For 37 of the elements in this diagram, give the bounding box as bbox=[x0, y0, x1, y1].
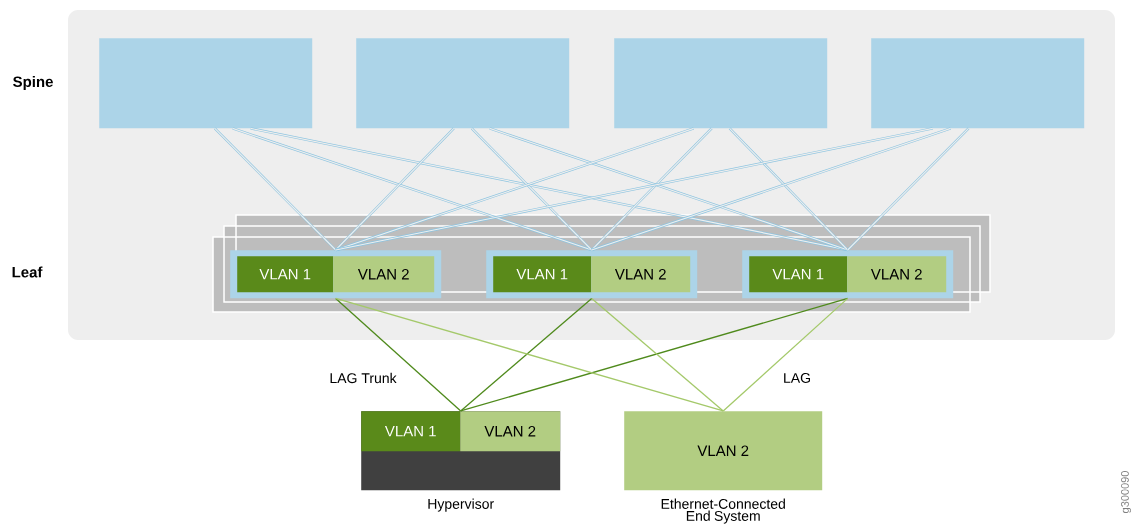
link-line bbox=[846, 127, 970, 251]
spine-switch-box bbox=[356, 38, 570, 129]
link-line bbox=[335, 297, 462, 412]
vlan-segment: VLAN 1 bbox=[493, 256, 592, 293]
link-line bbox=[728, 127, 849, 251]
link-line bbox=[335, 297, 724, 412]
link-line bbox=[460, 297, 849, 412]
link-line bbox=[335, 127, 934, 252]
link-line bbox=[232, 127, 593, 252]
link-line bbox=[334, 127, 455, 251]
row-label: Spine bbox=[13, 76, 53, 90]
link-line bbox=[213, 127, 337, 251]
link-line bbox=[335, 127, 695, 252]
vlan-segment: VLAN 1 bbox=[361, 411, 461, 452]
vlan-segment: VLAN 2 bbox=[591, 256, 691, 293]
node-label: Hypervisor bbox=[428, 498, 494, 512]
spine-switch-box bbox=[871, 38, 1085, 129]
vlan-segment: VLAN 2 bbox=[460, 411, 561, 452]
link-line bbox=[591, 297, 724, 412]
row-label: Leaf bbox=[12, 266, 43, 278]
link-line bbox=[722, 297, 849, 412]
link-line bbox=[460, 297, 593, 412]
vlan-segment: VLAN 2 bbox=[333, 256, 435, 293]
node-label: Ethernet-Connected End System bbox=[661, 498, 785, 524]
figure-id: g300090 bbox=[1121, 471, 1131, 513]
link-line bbox=[489, 127, 849, 252]
link-line bbox=[590, 127, 713, 251]
vlan-segment: VLAN 1 bbox=[237, 256, 334, 293]
link-label: LAG bbox=[784, 373, 810, 383]
spine-switch-box bbox=[99, 38, 313, 129]
end-system-box: VLAN 2 bbox=[624, 411, 823, 491]
link-label: LAG Trunk bbox=[330, 372, 397, 384]
spine-switch-box bbox=[614, 38, 828, 129]
link-line bbox=[591, 127, 952, 252]
vlan-segment: VLAN 2 bbox=[847, 256, 947, 293]
vlan-segment: VLAN 1 bbox=[749, 256, 848, 293]
link-line bbox=[470, 127, 593, 251]
